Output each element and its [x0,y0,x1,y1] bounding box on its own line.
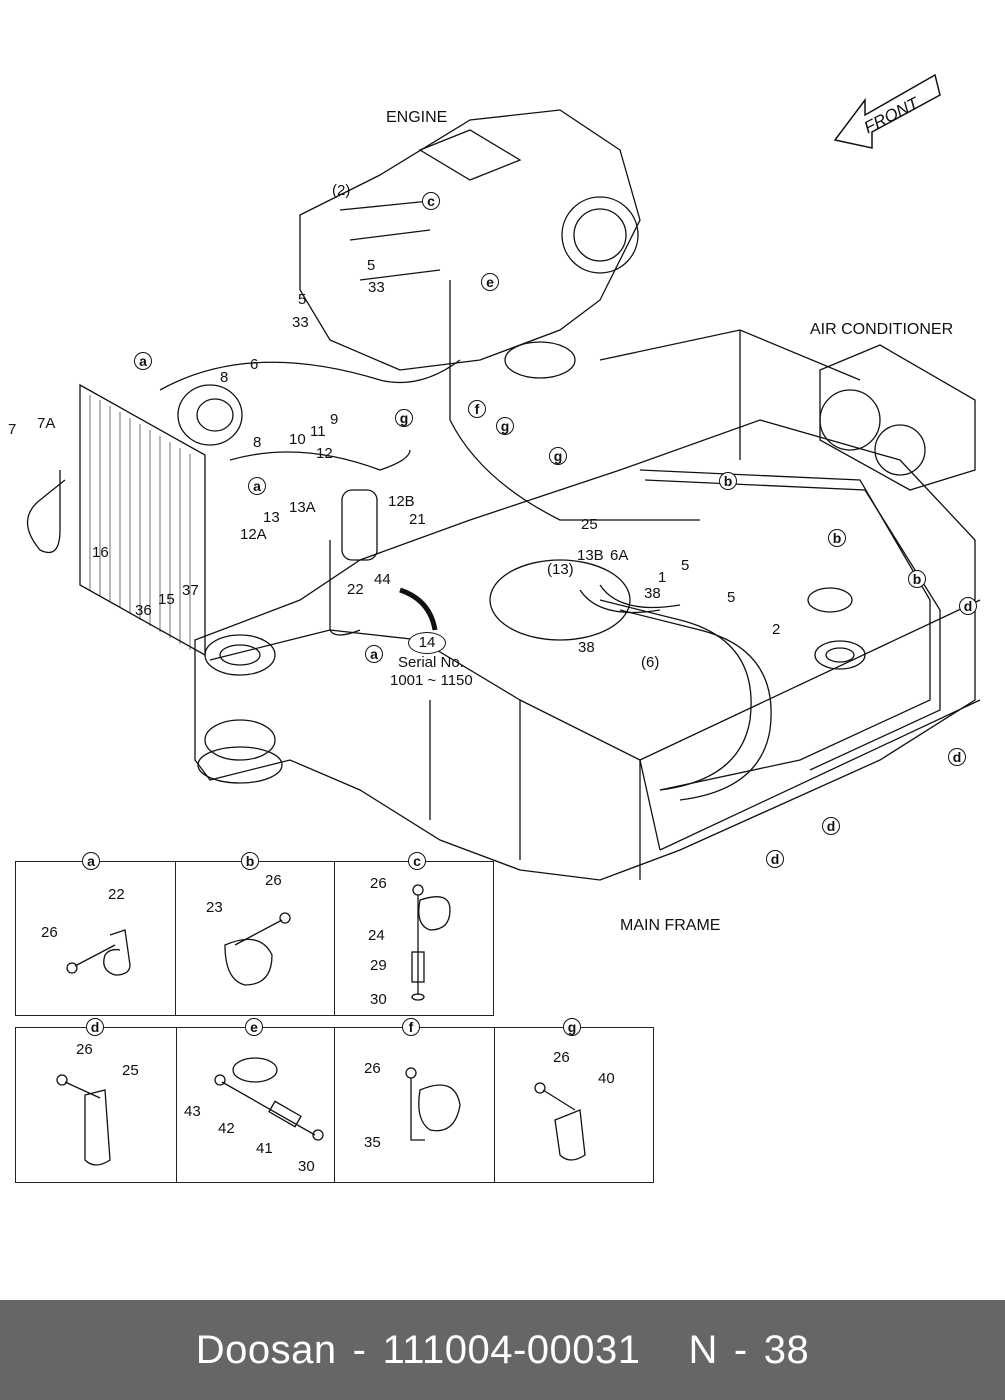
detail-e-label: 43 [184,1103,201,1120]
detail-b-label: 26 [265,872,282,889]
clamp-ref-b: b [719,472,737,490]
callout-12b: 12B [388,493,415,510]
callout-15: 15 [158,591,175,608]
clamp-ref-a: a [365,645,383,663]
detail-c-label: 29 [370,957,387,974]
callout-6-paren: (6) [641,654,660,671]
detail-c-label: 30 [370,991,387,1008]
clamp-ref-d: d [959,597,977,615]
clamp-ref-d: d [948,748,966,766]
detail-f-label: 26 [364,1060,381,1077]
callout-22: 22 [347,581,364,598]
callout-44: 44 [374,571,391,588]
callout-13b: 13B [577,547,604,564]
clamp-ref-a: a [248,477,266,495]
detail-e-label: 41 [256,1140,273,1157]
callout-1: 1 [658,569,667,586]
callout-7: 7 [8,421,17,438]
detail-a-header: a [82,852,100,870]
clamp-ref-e: e [481,273,499,291]
detail-c-label: 24 [368,927,385,944]
detail-g-header: g [563,1018,581,1036]
detail-b-header: b [241,852,259,870]
detail-e-header: e [245,1018,263,1036]
air-conditioner-label: AIR CONDITIONER [810,321,954,338]
footer-separator: - [352,1327,367,1372]
callout-13a: 13A [289,499,316,516]
callout-2: 2 [772,621,781,638]
callout-11: 11 [310,423,326,440]
clamp-ref-b: b [908,570,926,588]
clamp-ref-d: d [766,850,784,868]
callout-13: 13 [263,509,280,526]
callout-33: 33 [292,314,309,331]
callout-12a: 12A [240,526,267,543]
callout-9: 9 [330,411,339,428]
callout-5: 5 [367,257,376,274]
callout-7a: 7A [37,415,56,432]
serial-range: 1001 ~ 1150 [390,672,473,689]
detail-g-label: 40 [598,1070,615,1087]
callout-2-paren: (2) [332,182,351,199]
callout-12: 12 [316,445,333,462]
detail-c-label: 26 [370,875,387,892]
callout-16: 16 [92,544,109,561]
callout-37: 37 [182,582,199,599]
footer-brand: Doosan [195,1327,337,1372]
detail-d-label: 26 [76,1041,93,1058]
clamp-ref-b: b [828,529,846,547]
detail-f-header: f [402,1018,420,1036]
main-frame-label: MAIN FRAME [620,917,721,934]
callout-38: 38 [644,585,661,602]
detail-panel-row-1 [15,861,494,1016]
clamp-ref-g: g [549,447,567,465]
callout-5: 5 [727,589,736,606]
callout-36: 36 [135,602,152,619]
callout-8: 8 [253,434,262,451]
detail-a-label: 26 [41,924,58,941]
callout-21: 21 [409,511,426,528]
callout-10: 10 [289,431,306,448]
callout-6a: 6A [610,547,629,564]
clamp-ref-c: c [422,192,440,210]
callout-38: 38 [578,639,595,656]
callout-25: 25 [581,516,598,533]
detail-e-label: 30 [298,1158,315,1175]
callout-6: 6 [250,356,259,373]
clamp-ref-g: g [395,409,413,427]
detail-d-label: 25 [122,1062,139,1079]
detail-c-header: c [408,852,426,870]
callout-5: 5 [681,557,690,574]
detail-panel-row-2 [15,1027,654,1183]
footer-bar: Doosan - 111004-00031 N - 38 [0,1300,1005,1400]
serial-part-14: 14 [408,632,446,654]
clamp-ref-f: f [468,400,486,418]
engine-label: ENGINE [386,109,448,126]
callout-5: 5 [298,291,307,308]
callout-8: 8 [220,369,229,386]
detail-g-label: 26 [553,1049,570,1066]
detail-b-label: 23 [206,899,223,916]
parts-diagram: ENGINE AIR CONDITIONER MAIN FRAME FRONT … [8,73,981,1183]
detail-f-label: 35 [364,1134,381,1151]
callout-33: 33 [368,279,385,296]
clamp-ref-g: g [496,417,514,435]
serial-label: Serial No. [398,654,464,671]
callout-13-paren: (13) [547,561,574,578]
footer-page-prefix: N [688,1327,718,1372]
footer-part-number: 111004-00031 [382,1327,641,1372]
detail-e-label: 42 [218,1120,235,1137]
clamp-ref-a: a [134,352,152,370]
detail-d-header: d [86,1018,104,1036]
footer-page-number: 38 [763,1327,810,1372]
footer-separator: - [733,1327,748,1372]
detail-a-label: 22 [108,886,125,903]
clamp-ref-d: d [822,817,840,835]
exploded-view-illustration [27,73,981,1166]
